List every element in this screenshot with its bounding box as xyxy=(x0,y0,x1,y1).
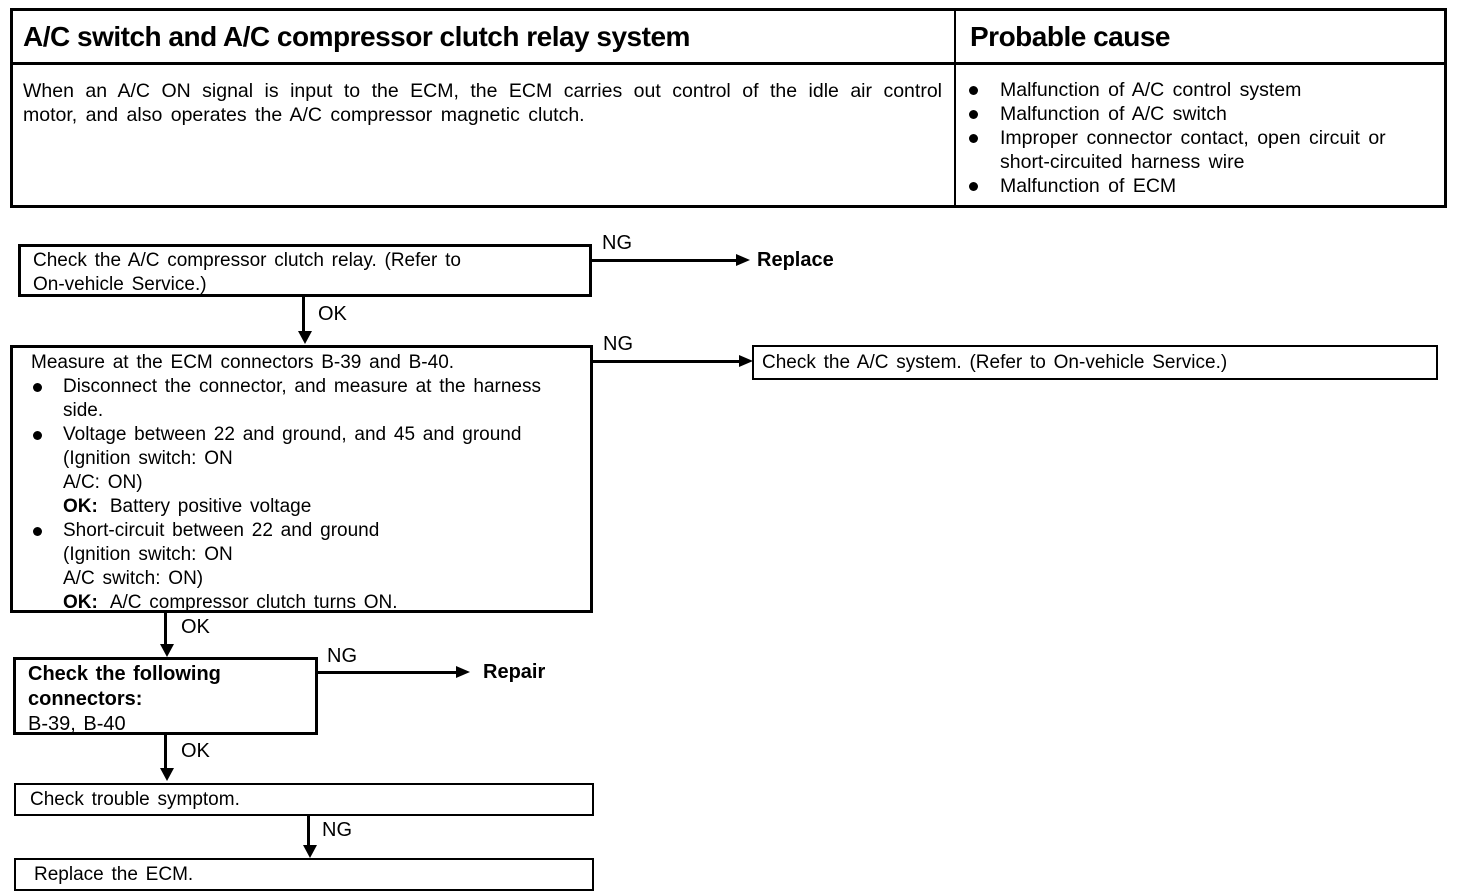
step2-bullet2-line1: Voltage between 22 and ground, and 45 an… xyxy=(63,424,522,445)
step3-ok-line xyxy=(164,735,167,771)
step2-ok-label: OK xyxy=(181,616,210,638)
probable-cause-header: Probable cause xyxy=(970,20,1170,52)
step2-bullet3-line1: Short-circuit between 22 and ground xyxy=(63,520,380,541)
step3-ok-arrowhead-icon xyxy=(160,768,174,781)
step2-bullet1-line2: side. xyxy=(63,400,104,421)
step2-bullet1-line1: Disconnect the connector, and measure at… xyxy=(63,376,541,397)
step4-text: Check trouble symptom. xyxy=(30,788,240,810)
step3-line3: B-39, B-40 xyxy=(28,713,126,735)
step2-ng-result-text: Check the A/C system. (Refer to On-vehic… xyxy=(762,351,1228,373)
ok-condition-label: OK: xyxy=(63,496,98,517)
step5-box: Replace the ECM. xyxy=(14,858,594,891)
probable-cause-cell: Malfunction of A/C control system Malfun… xyxy=(956,65,1444,205)
step1-ng-result: Replace xyxy=(757,249,834,271)
step2-ng-line xyxy=(593,360,741,363)
step3-ng-line xyxy=(318,671,458,674)
step4-ng-label: NG xyxy=(322,819,352,841)
step2-ng-result-box: Check the A/C system. (Refer to On-vehic… xyxy=(752,345,1438,380)
step2-ok-line xyxy=(164,613,167,647)
bullet-icon xyxy=(33,383,42,392)
step2-bullet2-ok: OK: Battery positive voltage xyxy=(13,495,590,519)
step1-ok-line xyxy=(302,297,305,333)
step4-ng-line xyxy=(307,816,310,847)
step2-bullet2-line2: (Ignition switch: ON xyxy=(63,448,233,469)
system-title: A/C switch and A/C compressor clutch rel… xyxy=(23,20,690,52)
summary-table: A/C switch and A/C compressor clutch rel… xyxy=(10,8,1447,208)
step2-box: Measure at the ECM connectors B-39 and B… xyxy=(10,345,593,613)
step5-text: Replace the ECM. xyxy=(34,863,194,885)
probable-cause-text: Malfunction of A/C control system xyxy=(1000,79,1302,101)
probable-cause-text: Improper connector contact, open circuit… xyxy=(1000,127,1386,173)
step1-ng-line xyxy=(592,259,738,262)
step4-ng-arrowhead-icon xyxy=(303,845,317,858)
step3-ng-label: NG xyxy=(327,645,357,667)
bullet-icon xyxy=(33,431,42,440)
probable-cause-list: Malfunction of A/C control system Malfun… xyxy=(956,65,1444,198)
bullet-icon xyxy=(33,527,42,536)
step3-line1: Check the following xyxy=(28,663,221,685)
probable-cause-item: Malfunction of A/C switch xyxy=(956,102,1436,126)
summary-table-header-row: A/C switch and A/C compressor clutch rel… xyxy=(13,11,1444,65)
probable-cause-item: Improper connector contact, open circuit… xyxy=(956,126,1436,174)
step4-box: Check trouble symptom. xyxy=(14,783,594,816)
system-description-cell: When an A/C ON signal is input to the EC… xyxy=(13,65,956,205)
probable-cause-header-cell: Probable cause xyxy=(956,11,1444,62)
step1-ng-label: NG xyxy=(602,232,632,254)
step2-bullet3: Short-circuit between 22 and ground xyxy=(13,519,590,543)
step2-bullet2-line3: A/C: ON) xyxy=(63,472,143,493)
step1-box: Check the A/C compressor clutch relay. (… xyxy=(18,244,592,297)
step2-bullet2-ok-text: Battery positive voltage xyxy=(109,496,312,517)
step3-ok-label: OK xyxy=(181,740,210,762)
step2-ok-arrowhead-icon xyxy=(160,644,174,657)
step3-ng-result: Repair xyxy=(483,661,546,683)
bullet-icon xyxy=(969,182,978,191)
system-title-cell: A/C switch and A/C compressor clutch rel… xyxy=(13,11,956,62)
step1-ng-arrowhead-icon xyxy=(736,254,750,266)
system-description: When an A/C ON signal is input to the EC… xyxy=(23,80,942,126)
step2-title: Measure at the ECM connectors B-39 and B… xyxy=(31,352,455,373)
step2-bullet3-line3: A/C switch: ON) xyxy=(63,568,204,589)
ok-condition-label: OK: xyxy=(63,592,98,613)
step2-bullet1: Disconnect the connector, and measure at… xyxy=(13,375,590,399)
step2-bullet3-ok-text: A/C compressor clutch turns ON. xyxy=(109,592,398,613)
summary-table-body-row: When an A/C ON signal is input to the EC… xyxy=(13,65,1444,205)
step1-ok-arrowhead-icon xyxy=(298,331,312,344)
step2-bullet3-ok: OK: A/C compressor clutch turns ON. xyxy=(13,591,590,615)
bullet-icon xyxy=(969,86,978,95)
step2-bullet3-line2: (Ignition switch: ON xyxy=(63,544,233,565)
probable-cause-item: Malfunction of A/C control system xyxy=(956,78,1436,102)
step1-ok-label: OK xyxy=(318,303,347,325)
probable-cause-text: Malfunction of A/C switch xyxy=(1000,103,1227,125)
step3-box: Check the following connectors: B-39, B-… xyxy=(13,657,318,735)
step1-line2: On-vehicle Service.) xyxy=(33,274,207,295)
step3-ng-arrowhead-icon xyxy=(456,666,470,678)
bullet-icon xyxy=(969,110,978,119)
step2-ng-arrowhead-icon xyxy=(739,355,753,367)
step1-line1: Check the A/C compressor clutch relay. (… xyxy=(33,250,461,271)
step2-ng-label: NG xyxy=(603,333,633,355)
bullet-icon xyxy=(969,134,978,143)
probable-cause-text: Malfunction of ECM xyxy=(1000,175,1177,197)
probable-cause-item: Malfunction of ECM xyxy=(956,174,1436,198)
step3-line2: connectors: xyxy=(28,688,143,710)
step2-bullet2: Voltage between 22 and ground, and 45 an… xyxy=(13,423,590,447)
